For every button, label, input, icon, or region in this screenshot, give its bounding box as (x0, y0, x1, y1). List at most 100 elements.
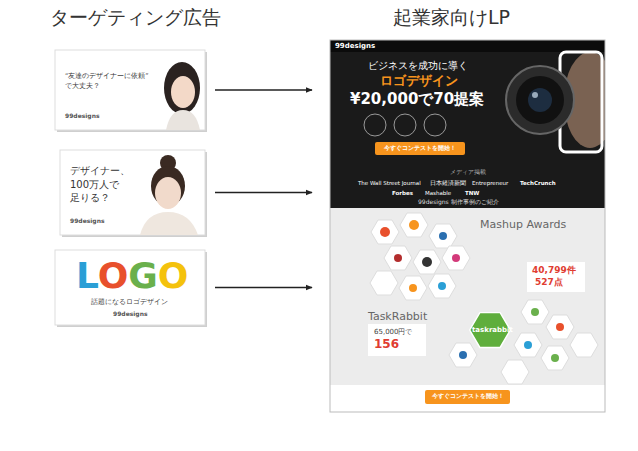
arrow-connector (215, 89, 312, 90)
woman-body (140, 212, 198, 235)
hex-tile (399, 276, 427, 300)
section-title: 起業家向けLP (393, 6, 510, 29)
page-ground (330, 40, 605, 412)
text-block: Forbes (392, 190, 413, 197)
logo-letter: O (158, 255, 189, 296)
hex-tile (546, 315, 574, 339)
lens-ring (516, 76, 564, 124)
camera-lens (506, 66, 574, 134)
lens-glass (528, 88, 552, 112)
logo-mark (524, 341, 532, 349)
text-block: The Wall Street Journal (358, 180, 421, 187)
hex-tile (384, 246, 412, 270)
ad-banner: LOGO話題になるロゴデザイン99designs (55, 250, 205, 325)
landing-page: 99designs ビジネスを成功に導くロゴデザイン¥20,000で70提案メディ… (330, 40, 605, 412)
woman-hair (164, 62, 200, 114)
text-block: Mashup Awards (480, 218, 566, 231)
footer-bar (330, 385, 605, 412)
logo-mark (556, 323, 564, 331)
banner-frame (55, 50, 205, 130)
hex-tile (442, 246, 470, 270)
page-frame (330, 40, 605, 412)
text-block: LOGO (76, 254, 188, 297)
hex-tile (371, 220, 399, 244)
hex-tile (570, 333, 598, 357)
hex-tile (428, 274, 456, 298)
hex-tile (521, 300, 549, 324)
logo-mark (531, 308, 539, 316)
text-block: 99designs 制作事例のご紹介 (418, 198, 499, 205)
logo-mark (380, 227, 390, 237)
badge-circle (394, 114, 416, 136)
text-block: Mashable (425, 190, 451, 197)
banner-frame (60, 150, 205, 235)
ad-banner (60, 150, 207, 237)
ad-banner (55, 250, 207, 327)
logo-letter: O (98, 255, 129, 296)
logo-letter: G (128, 255, 158, 296)
woman-face (155, 177, 181, 209)
badge-circle (424, 114, 446, 136)
text-block: TechCrunch (520, 180, 556, 187)
button-label: 今すぐコンテストを開始！ (425, 393, 510, 400)
button-label: 今すぐコンテストを開始！ (375, 145, 465, 152)
woman-body (166, 110, 200, 130)
arrow-connector (215, 192, 312, 193)
text-block: 40,799件 (532, 265, 576, 276)
logo-mark (439, 232, 447, 240)
hero-ground (330, 40, 605, 208)
banner-frame (55, 250, 205, 325)
hex-tile (514, 333, 542, 357)
text-block: デザイナー、 100万人で 足りる？ (70, 164, 136, 205)
text-block: ビジネスを成功に導く (368, 60, 468, 72)
text-block: 99designs (70, 217, 104, 224)
text-block: ロゴデザイン (380, 73, 458, 89)
cta-button: 今すぐコンテストを開始！ (375, 142, 465, 155)
logo-mark (438, 282, 446, 290)
text-block: ¥20,000で70提案 (350, 90, 484, 108)
ad-banner: デザイナー、 100万人で 足りる？ 99designs (60, 150, 205, 235)
logo-letter: L (76, 255, 98, 296)
text-block: 156 (374, 337, 399, 351)
text-block: 話題になるロゴデザイン (91, 298, 168, 306)
logo-mark (422, 257, 432, 267)
ad-banner (55, 50, 207, 132)
text-block: taskrabbit (472, 326, 513, 334)
arrow-connector (215, 287, 312, 288)
text-block: 99designs (65, 112, 99, 119)
section-title: ターゲティング広告 (50, 6, 221, 29)
text-block: 527点 (535, 277, 563, 288)
text-block: 99designs (113, 310, 147, 317)
text-block: TaskRabbit (368, 310, 427, 323)
stat-panel (527, 262, 585, 292)
header-bar (330, 40, 605, 52)
logo-mark (459, 351, 467, 359)
logo-mark (452, 254, 460, 262)
lens-glint (532, 92, 538, 98)
text-block: TNW (465, 190, 479, 197)
hex-tile (370, 271, 398, 295)
woman-face (171, 76, 195, 108)
text-block: 日本経済新聞 (430, 180, 466, 187)
text-block: メディア掲載 (450, 168, 486, 175)
logo-mark (394, 254, 402, 262)
hex-tile (413, 250, 441, 274)
text-block: 65,000円で (374, 328, 413, 336)
hex-tile (501, 360, 529, 384)
text-block: 99designs (335, 42, 375, 50)
cta-button: 今すぐコンテストを開始！ (425, 390, 510, 404)
logo-mark (409, 220, 419, 230)
stat-panel (368, 324, 426, 356)
hex-tile (429, 224, 457, 248)
hex-tile (400, 213, 428, 237)
badge-circle (364, 114, 386, 136)
logo-mark (409, 284, 417, 292)
logo-mark (551, 354, 559, 362)
hex-cluster (370, 213, 598, 384)
text-block: Entrepreneur (472, 180, 508, 187)
hex-tile (449, 343, 477, 367)
ad-banner: “友達のデザイナーに依頼” で大丈夫？ 99designs (55, 50, 205, 130)
landing-page (330, 40, 605, 412)
text-block: “友達のデザイナーに依頼” で大丈夫？ (65, 72, 157, 92)
